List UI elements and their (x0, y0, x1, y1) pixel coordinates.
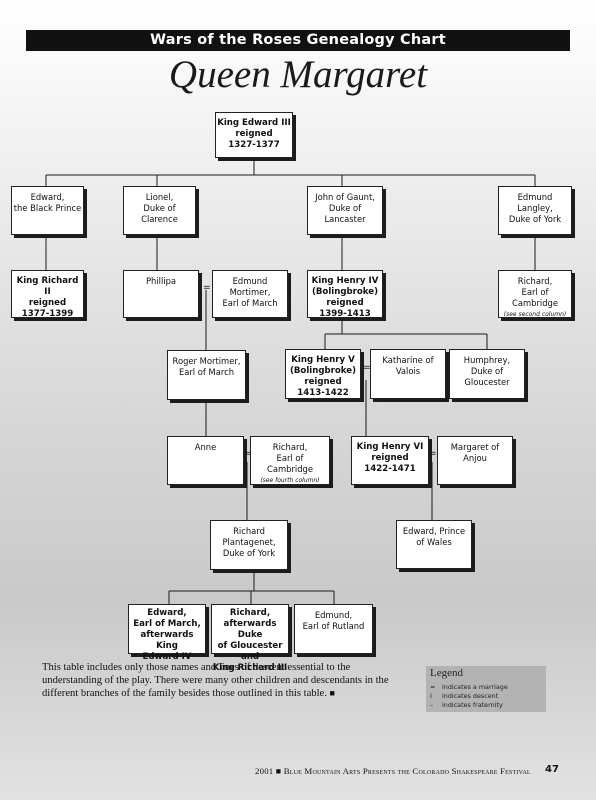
end-mark: ■ (329, 688, 335, 699)
person-edward-iv: Edward, Earl of March, afterwards King E… (128, 604, 206, 662)
person-roger-mortimer: Roger Mortimer, Earl of March (167, 350, 246, 400)
person-king-henry-vi: King Henry VI reigned 1422-1471 (351, 436, 429, 485)
person-name: King Henry IV (Bolingbroke) reigned 1399… (311, 276, 379, 319)
person-name: Richard, Earl of Cambridge (511, 276, 558, 308)
publication-credit: 2001 ■ Blue Mountain Arts Presents the C… (255, 766, 531, 776)
person-humphrey-duke-of-gloucester: Humphrey, Duke of Gloucester (449, 349, 525, 399)
person-richard-iii: Richard, afterwards Duke of Gloucester a… (211, 604, 289, 673)
person-richard-earl-of-cambridge-mortimer: Richard, Earl of Cambridge (see fourth c… (250, 436, 330, 485)
person-name: Richard, Earl of Cambridge (266, 442, 313, 474)
person-phillipa: Phillipa (123, 270, 199, 318)
person-margaret-of-anjou: Margaret of Anjou (437, 436, 513, 485)
person-lionel-duke-of-clarence: Lionel, Duke of Clarence (123, 186, 196, 235)
legend-symbol: – (430, 701, 434, 709)
person-name: Edward, Prince of Wales (402, 526, 466, 547)
person-name: Katharine of Valois (382, 355, 434, 376)
legend-symbol: = (430, 683, 436, 691)
person-name: Lionel, Duke of Clarence (141, 192, 178, 224)
person-richard-plantagenet: Richard Plantagenet, Duke of York (210, 520, 288, 570)
person-name: Edmund, Earl of Rutland (302, 610, 365, 631)
cross-reference-note: (see fourth column) (260, 477, 320, 484)
person-edmund-mortimer: Edmund Mortimer, Earl of March (212, 270, 288, 318)
person-name: King Henry V (Bolingbroke) reigned 1413-… (289, 355, 357, 398)
person-name: King Henry VI reigned 1422-1471 (356, 442, 424, 474)
marriage-symbol: = (203, 283, 211, 293)
person-name: Edward, Earl of March, afterwards King E… (133, 608, 201, 662)
person-name: Edmund Langley, Duke of York (508, 192, 562, 224)
person-edward-black-prince: Edward, the Black Prince (11, 186, 84, 235)
person-richard-earl-of-cambridge-langley: Richard, Earl of Cambridge (see second c… (498, 270, 572, 318)
legend-label: indicates a marriage (442, 683, 508, 691)
explanatory-note-text: This table includes only those names and… (42, 662, 389, 700)
marriage-symbol: = (244, 449, 252, 459)
marriage-symbol: = (429, 449, 437, 459)
person-name: Edward, the Black Prince (13, 192, 82, 213)
person-edward-prince-of-wales: Edward, Prince of Wales (396, 520, 472, 569)
person-name: King Richard II reigned 1377-1399 (16, 276, 79, 319)
person-name: Edmund Mortimer, Earl of March (222, 276, 278, 308)
legend-item-fraternity: –indicates fraternity (430, 701, 546, 709)
page-number: 47 (545, 764, 559, 775)
person-name: Margaret of Anjou (450, 442, 500, 463)
person-name: Anne (194, 442, 217, 452)
play-title: Queen Margaret (168, 53, 428, 96)
chart-banner-title: Wars of the Roses Genealogy Chart (26, 30, 570, 51)
cross-reference-note: (see second column) (503, 311, 567, 318)
legend-title: Legend (430, 667, 463, 679)
person-king-richard-ii: King Richard II reigned 1377-1399 (11, 270, 84, 319)
person-name: King Edward III reigned 1327-1377 (217, 118, 291, 150)
marriage-symbol: = (363, 363, 371, 373)
legend-label: indicates descent (442, 692, 499, 700)
person-king-henry-iv: King Henry IV (Bolingbroke) reigned 1399… (307, 270, 383, 319)
person-edmund-langley: Edmund Langley, Duke of York (498, 186, 572, 235)
person-name: Richard Plantagenet, Duke of York (222, 526, 276, 558)
person-name: Humphrey, Duke of Gloucester (463, 355, 511, 387)
person-name: John of Gaunt, Duke of Lancaster (315, 192, 375, 224)
person-king-henry-v: King Henry V (Bolingbroke) reigned 1413-… (285, 349, 361, 399)
person-name: Richard, afterwards Duke of Gloucester a… (212, 608, 288, 673)
legend-item-marriage: = indicates a marriage (430, 683, 546, 691)
legend-symbol: I (430, 692, 432, 700)
person-name: Roger Mortimer, Earl of March (172, 356, 241, 377)
person-anne: Anne (167, 436, 244, 485)
person-john-of-gaunt: John of Gaunt, Duke of Lancaster (307, 186, 383, 235)
person-katharine-of-valois: Katharine of Valois (370, 349, 446, 399)
person-edmund-earl-of-rutland: Edmund, Earl of Rutland (294, 604, 373, 654)
person-name: Phillipa (145, 276, 177, 286)
person-king-edward-iii: King Edward III reigned 1327-1377 (215, 112, 293, 158)
legend-label: indicates fraternity (442, 701, 503, 709)
explanatory-note: This table includes only those names and… (42, 661, 394, 701)
